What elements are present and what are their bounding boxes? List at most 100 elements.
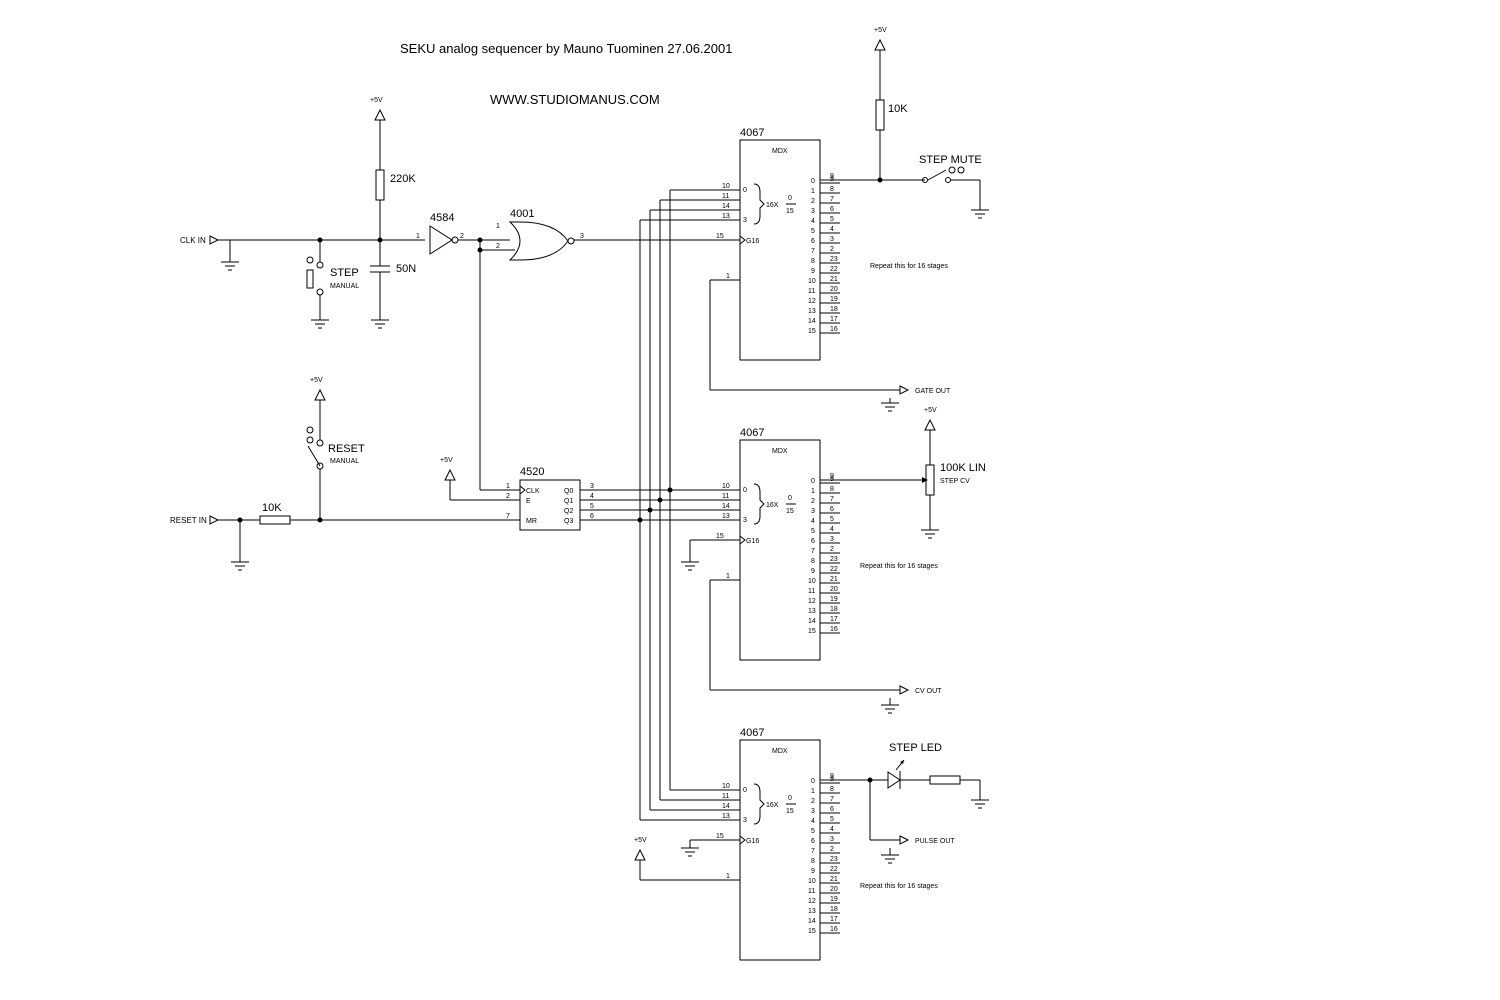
repeat-note-1: Repeat this for 16 stages (870, 263, 948, 270)
mux-output-pin-13: 18 (830, 306, 838, 313)
step-led (887, 759, 930, 789)
capacitor-50n-value: 50N (396, 263, 416, 275)
mux-output-index-15: 15 (808, 328, 816, 335)
mux-output-index-12: 12 (808, 298, 816, 305)
mux1-enable-name: G16 (746, 238, 759, 245)
mux-output-index-5: 5 (811, 228, 815, 235)
mux2-pin-10: 10 (722, 483, 730, 490)
mux1-frac-top: 0 (788, 195, 792, 202)
mux-output-pin-8: 23 (830, 856, 838, 863)
counter-pin-3-num: 3 (590, 483, 594, 490)
mux-output-index-11: 11 (808, 888, 815, 895)
repeat-note-2: Repeat this for 16 stages (860, 563, 938, 570)
diagram-title: SEKU analog sequencer by Mauno Tuominen … (400, 41, 732, 56)
mux-output-pin-2: 7 (830, 196, 834, 203)
inverter-pin-in: 1 (416, 233, 420, 240)
mux-output-pin-12: 19 (830, 296, 838, 303)
mux-output-index-9: 9 (811, 568, 815, 575)
mux2-part-label: 4067 (740, 427, 764, 439)
pulse-out-label: PULSE OUT (915, 838, 955, 845)
mux3-mdx-label: MDX (772, 748, 788, 755)
pot-sublabel: STEP CV (940, 478, 970, 485)
counter-pin-clk-name: CLK (526, 488, 540, 495)
mux-output-pin-10: 21 (830, 876, 838, 883)
mux-output-index-11: 11 (808, 288, 815, 295)
mux1-common-out-pin: 9 (830, 173, 834, 180)
mux-output-index-13: 13 (808, 908, 816, 915)
mux1-bracket-mid: 16X (766, 202, 779, 209)
mux-output-pin-3: 6 (830, 206, 834, 213)
mux-output-index-14: 14 (808, 918, 816, 925)
mux2-mdx-label: MDX (772, 448, 788, 455)
mux-4067-gate: 4067 MDX 10 11 14 13 0 3 16X 0 15 G16 15… (716, 127, 840, 361)
reset-switch-label: RESET (328, 443, 365, 455)
resistor-mute-10k (875, 99, 885, 131)
mux-output-index-8: 8 (811, 858, 815, 865)
mux3-pin-11: 11 (722, 793, 729, 800)
mux-output-pin-12: 19 (830, 896, 838, 903)
mux1-pin-11: 11 (722, 193, 729, 200)
mux2-bracket-top: 0 (743, 487, 747, 494)
mux2-bracket-bottom: 3 (743, 517, 747, 524)
mux-4067-pulse: 4067 MDX 10 11 14 13 0 3 16X 0 15 G16 15… (716, 727, 840, 961)
mux-output-index-3: 3 (811, 508, 815, 515)
counter-pin-q2-name: Q2 (564, 508, 573, 515)
counter-pin-2-num: 2 (506, 493, 510, 500)
mux-output-index-2: 2 (811, 498, 815, 505)
mux-output-index-10: 10 (808, 878, 816, 885)
counter-pin-4-num: 4 (590, 493, 594, 500)
resistor-reset-value: 10K (262, 502, 282, 514)
mux-output-index-1: 1 (811, 188, 815, 195)
counter-pin-7-num: 7 (506, 513, 510, 520)
counter-pin-q1-name: Q1 (564, 498, 573, 505)
schmitt-inverter-4584: 4584 1 2 (416, 212, 510, 255)
mux-output-index-7: 7 (811, 248, 815, 255)
mux1-bracket-top: 0 (743, 187, 747, 194)
nor-gate-4001: 4001 1 2 3 (496, 208, 740, 261)
mux1-common-pin: 1 (726, 273, 730, 280)
mux2-bracket-mid: 16X (766, 502, 779, 509)
mux-output-pin-5: 4 (830, 826, 834, 833)
mux-output-index-6: 6 (811, 838, 815, 845)
mux3-enable-pin: 15 (716, 833, 724, 840)
counter-pin-6-num: 6 (590, 513, 594, 520)
step-switch-label: STEP (330, 267, 359, 279)
mux2-enable-pin: 15 (716, 533, 724, 540)
mux-output-pin-11: 20 (830, 586, 838, 593)
mux-output-pin-1: 8 (830, 786, 834, 793)
mux-output-index-2: 2 (811, 798, 815, 805)
repeat-note-3: Repeat this for 16 stages (860, 883, 938, 890)
mux-output-index-0: 0 (811, 178, 815, 185)
mux-output-pin-8: 23 (830, 556, 838, 563)
step-mute-switch (922, 166, 990, 219)
mux1-pin-13: 13 (722, 213, 730, 220)
mux-output-pin-13: 18 (830, 906, 838, 913)
mux-output-pin-15: 16 (830, 626, 838, 633)
mux-output-pin-6: 3 (830, 836, 834, 843)
mux3-bracket-mid: 16X (766, 802, 779, 809)
mux-output-index-12: 12 (808, 898, 816, 905)
mux-output-pin-9: 22 (830, 866, 838, 873)
mux-output-pin-4: 5 (830, 816, 834, 823)
mux-output-index-2: 2 (811, 198, 815, 205)
counter-pin-e-name: E (526, 498, 531, 505)
mux-output-pin-14: 17 (830, 916, 838, 923)
mux-output-index-3: 3 (811, 808, 815, 815)
address-bus (580, 189, 740, 821)
mux-output-index-13: 13 (808, 308, 816, 315)
mux-output-index-0: 0 (811, 478, 815, 485)
mux-output-index-6: 6 (811, 238, 815, 245)
mux-output-pin-5: 4 (830, 526, 834, 533)
mux-output-pin-4: 5 (830, 216, 834, 223)
mux-output-index-14: 14 (808, 618, 816, 625)
mux2-pin-14: 14 (722, 503, 730, 510)
counter-4520: 4520 CLK E MR 1 2 7 Q0 Q1 Q2 Q3 3 4 5 6 … (440, 457, 594, 531)
pot-value: 100K LIN (940, 462, 986, 474)
nor-pin-2: 2 (496, 243, 500, 250)
nor-4001-label: 4001 (510, 208, 534, 220)
mux3-part-label: 4067 (740, 727, 764, 739)
pot-vcc-label: +5V (924, 407, 937, 414)
mux1-pin-10: 10 (722, 183, 730, 190)
